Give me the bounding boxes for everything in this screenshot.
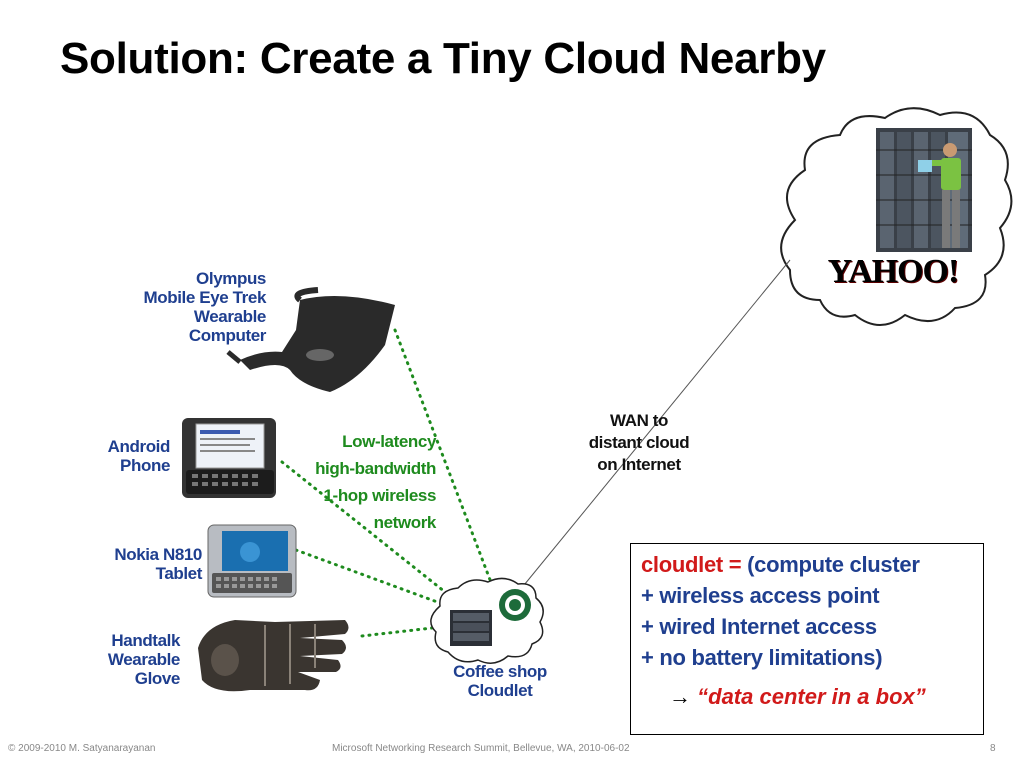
footer-event: Microsoft Networking Research Summit, Be…	[332, 743, 630, 754]
yahoo-logo: YAHOO!	[828, 253, 959, 290]
cloudlet-label: Coffee shop Cloudlet	[453, 662, 547, 700]
cloudlet-cloud	[430, 577, 544, 664]
arrow-right-icon: →	[669, 684, 691, 709]
footer-page-number: 8	[990, 743, 996, 754]
glove-device-icon	[198, 620, 349, 692]
starbucks-logo-icon	[499, 589, 531, 621]
definition-text-1: (compute cluster	[747, 552, 920, 577]
wireless-links	[280, 328, 494, 638]
definition-line-2: + wireless access point	[641, 583, 880, 608]
quote-text: “data center in a box”	[697, 684, 926, 709]
definition-line-4: + no battery limitations)	[641, 645, 883, 670]
glove-label: Handtalk Wearable Glove	[107, 631, 180, 688]
wan-label: WAN to distant cloud on Internet	[588, 411, 690, 474]
footer-copyright: © 2009-2010 M. Satyanarayanan	[8, 743, 156, 754]
cloudlet-definition-box: cloudlet = (compute cluster + wireless a…	[630, 543, 984, 735]
android-phone-icon	[182, 418, 276, 498]
definition-line-3: + wired Internet access	[641, 614, 877, 639]
tablet-label: Nokia N810 Tablet	[114, 545, 202, 583]
definition-term: cloudlet =	[641, 552, 742, 577]
remote-cloud: YAHOO!	[780, 107, 1013, 326]
slide-title: Solution: Create a Tiny Cloud Nearby	[60, 34, 826, 83]
definition-line-1: cloudlet = (compute cluster	[641, 552, 920, 578]
phone-label: Android Phone	[107, 437, 171, 475]
wireless-network-label: Low-latency high-bandwidth 1-hop wireles…	[315, 432, 436, 532]
nokia-tablet-icon	[207, 524, 297, 598]
blade-server-icon	[450, 610, 492, 646]
glasses-device-icon	[226, 287, 395, 392]
glasses-label: Olympus Mobile Eye Trek Wearable Compute…	[143, 269, 267, 345]
wan-link	[519, 259, 791, 591]
server-cluster-icon	[876, 128, 972, 252]
definition-quote: → “data center in a box”	[669, 684, 926, 710]
